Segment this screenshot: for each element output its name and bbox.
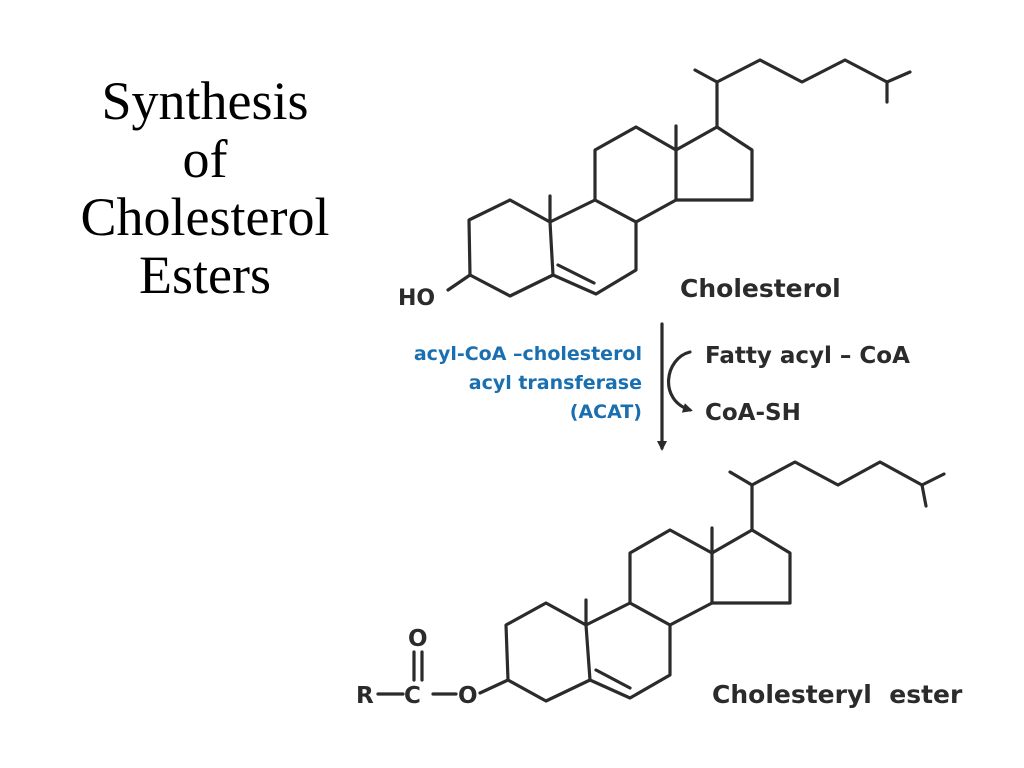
enzyme-line-1: acyl-CoA –cholesterol <box>414 343 642 365</box>
ester-c-label: C <box>404 683 421 709</box>
ring-c <box>593 125 678 224</box>
ester-ring-c <box>628 528 714 627</box>
cholesterol-label: Cholesterol <box>680 274 841 303</box>
carbonyl-o-label: O <box>408 626 428 652</box>
enzyme-line-3: (ACAT) <box>570 401 642 423</box>
double-bond <box>556 263 596 285</box>
ester-o-label: O <box>458 683 478 709</box>
ester-ring-a <box>504 601 592 703</box>
ring-a <box>467 198 555 298</box>
hydroxyl-label: HO <box>398 286 435 311</box>
ester-ring-b <box>584 601 672 700</box>
oh-bond <box>446 273 472 292</box>
fatty-acyl-coa-label: Fatty acyl – CoA <box>705 343 910 369</box>
title-line-1: Synthesis <box>101 71 309 131</box>
slide-title: Synthesis of Cholesterol Esters <box>40 72 370 304</box>
ester-side-chain <box>728 470 754 532</box>
ring-d <box>674 125 754 202</box>
coa-sh-label: CoA-SH <box>705 400 801 426</box>
cholesterol-structure: HO <box>398 58 912 311</box>
cholesteryl-ester-structure: R C O O <box>356 460 946 709</box>
o-ring-bond <box>478 678 510 695</box>
title-line-4: Esters <box>139 245 271 305</box>
side-chain <box>693 68 719 129</box>
ester-double-bond <box>594 668 632 690</box>
ring-b <box>548 198 638 296</box>
title-line-2: of <box>182 129 228 189</box>
curved-arrow <box>666 350 693 413</box>
title-line-3: Cholesterol <box>80 187 330 247</box>
ester-ring-d <box>710 528 792 605</box>
cholesteryl-ester-label: Cholesteryl ester <box>712 680 963 709</box>
ester-r-label: R <box>356 683 374 709</box>
enzyme-line-2: acyl transferase <box>469 372 642 394</box>
